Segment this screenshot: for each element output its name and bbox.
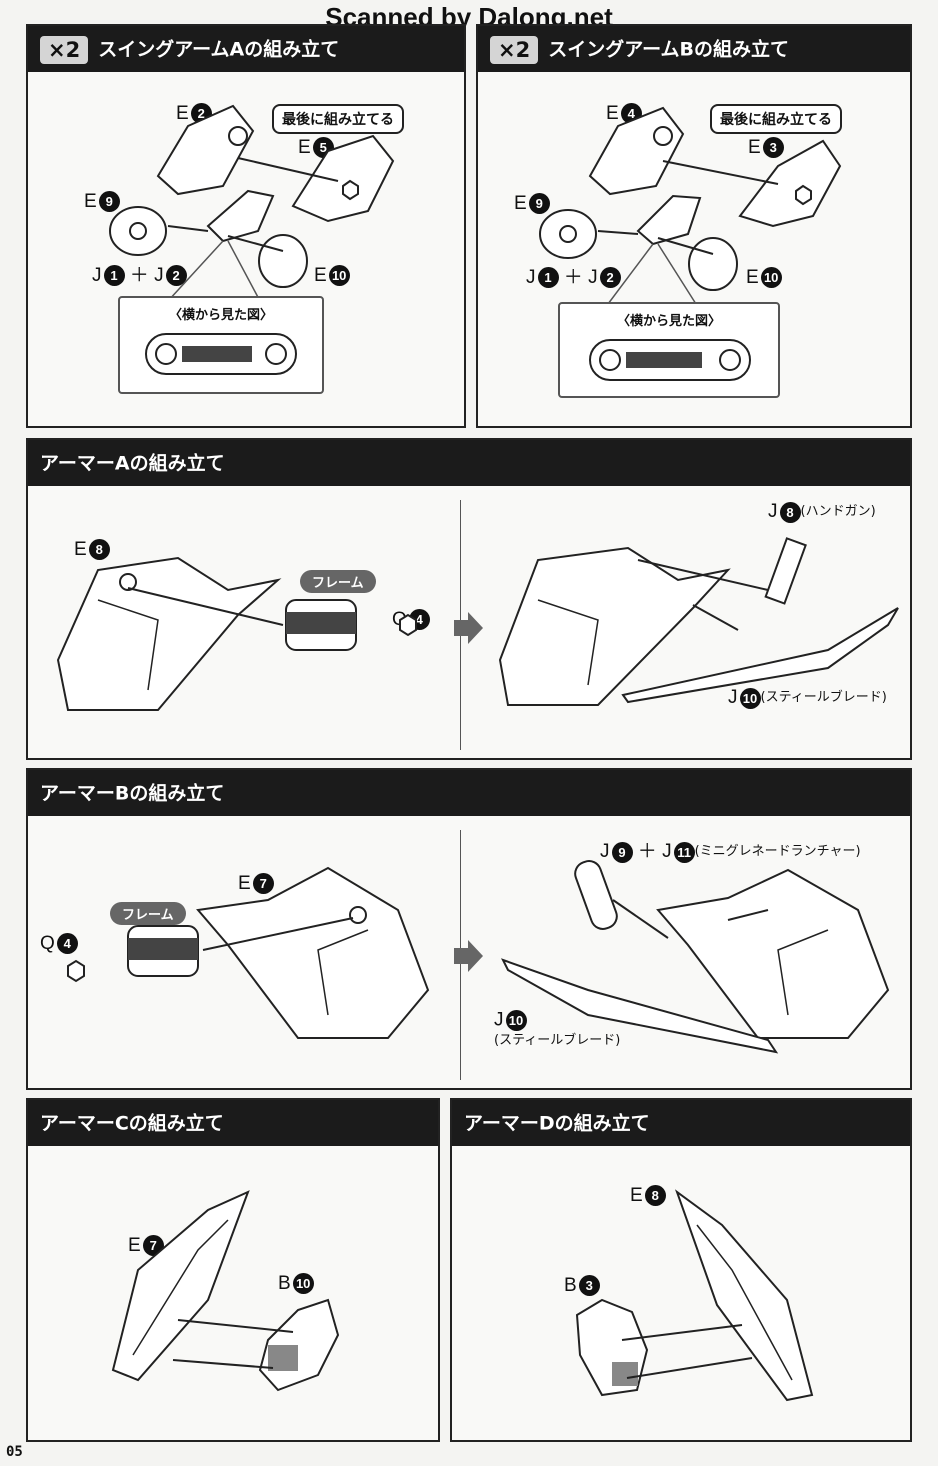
side-view-diagram (589, 339, 751, 381)
swing-arm-a-diagram (109, 104, 395, 302)
side-view-inset: 〈横から見た図〉 (118, 296, 324, 394)
multiplier-badge: ×2 (490, 35, 539, 64)
armor-a-diagram (56, 537, 899, 711)
inset-title: 〈横から見た図〉 (616, 314, 721, 329)
panel-header: ×2 スイングアームBの組み立て (478, 26, 910, 72)
panel-title: アーマーBの組み立て (40, 782, 225, 805)
panel-header: ×2 スイングアームAの組み立て (28, 26, 464, 72)
armor-c-diagram (111, 1190, 340, 1392)
callout-bubble: 最後に組み立てる (272, 104, 404, 134)
panel-title: スイングアームBの組み立て (548, 38, 789, 61)
panel-title: スイングアームAの組み立て (98, 38, 340, 61)
panel-header: アーマーCの組み立て (28, 1100, 438, 1146)
panel-title: アーマーDの組み立て (464, 1112, 650, 1135)
panel-header: アーマーDの組み立て (452, 1100, 910, 1146)
side-view-diagram (145, 333, 297, 375)
panel-header: アーマーAの組み立て (28, 440, 910, 486)
panel-title: アーマーCの組み立て (40, 1112, 224, 1135)
panel-armor-a: アーマーAの組み立て E8 フレーム Q4 J8(ハンドガン) J10(スティー… (26, 438, 912, 760)
armor-d-diagram (575, 1189, 814, 1402)
page-number: 05 (6, 1444, 23, 1460)
multiplier-badge: ×2 (40, 35, 89, 64)
callout-bubble: 最後に組み立てる (710, 104, 842, 134)
side-view-inset: 〈横から見た図〉 (558, 302, 780, 398)
armor-b-diagram (67, 860, 890, 1054)
panel-header: アーマーBの組み立て (28, 770, 910, 816)
panel-title: アーマーAの組み立て (40, 452, 225, 475)
swing-arm-b-diagram (539, 106, 842, 305)
frame-label: フレーム (110, 902, 186, 925)
inset-title: 〈横から見た図〉 (168, 308, 273, 323)
frame-label: フレーム (300, 570, 376, 593)
